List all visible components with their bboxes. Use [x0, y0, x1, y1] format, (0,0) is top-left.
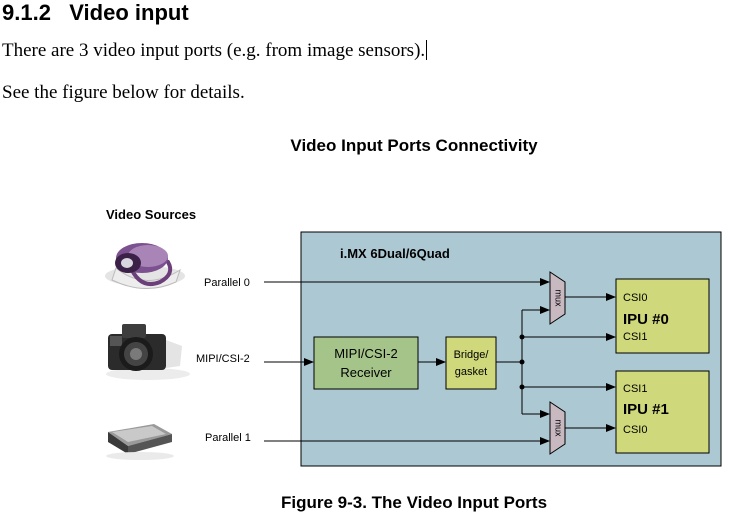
- mux-bottom: [549, 401, 566, 455]
- ipu1-block: [615, 370, 710, 454]
- mux-top-label: mux: [554, 289, 564, 307]
- bridge-gasket-block: [445, 336, 497, 390]
- bridge-label-line1: Bridge/: [454, 349, 490, 361]
- webcam-icon: [105, 243, 185, 290]
- text-cursor: [426, 40, 428, 60]
- junction-dots: [519, 334, 525, 390]
- ipu0-label: IPU #0: [623, 311, 669, 328]
- ipu0-port-top: CSI0: [623, 292, 647, 304]
- body-line-2: See the figure below for details.: [2, 82, 245, 103]
- bridge-label-line2: gasket: [455, 366, 487, 378]
- mux-top: [549, 271, 566, 325]
- receiver-label-line1: MIPI/CSI-2: [334, 346, 398, 361]
- camera-icon: [106, 324, 190, 380]
- ipu0-port-bottom: CSI1: [623, 331, 647, 343]
- section-number: 9.1.2: [2, 0, 51, 25]
- section-heading: 9.1.2 Video input: [2, 0, 189, 26]
- ipu0-block: [615, 278, 710, 354]
- video-sources-label: Video Sources: [106, 207, 196, 222]
- input-label-parallel1: Parallel 1: [205, 432, 251, 444]
- body-line-1: There are 3 video input ports (e.g. from…: [2, 40, 428, 62]
- chip-label: i.MX 6Dual/6Quad: [340, 246, 450, 261]
- receiver-label-line2: Receiver: [340, 365, 392, 380]
- input-label-mipi: MIPI/CSI-2: [196, 353, 250, 365]
- figure-title: Video Input Ports Connectivity: [290, 136, 538, 155]
- body-line-1-text: There are 3 video input ports (e.g. from…: [2, 40, 426, 61]
- ipu1-port-top: CSI1: [623, 383, 647, 395]
- ipu1-label: IPU #1: [623, 401, 669, 418]
- section-title: Video input: [69, 0, 189, 25]
- ipu1-port-bottom: CSI0: [623, 424, 647, 436]
- input-label-parallel0: Parallel 0: [204, 277, 250, 289]
- mux-bottom-label: mux: [554, 419, 564, 437]
- figure-caption: Figure 9-3. The Video Input Ports: [280, 493, 548, 512]
- mipi-receiver-block: [313, 336, 419, 390]
- scanner-icon: [106, 424, 174, 460]
